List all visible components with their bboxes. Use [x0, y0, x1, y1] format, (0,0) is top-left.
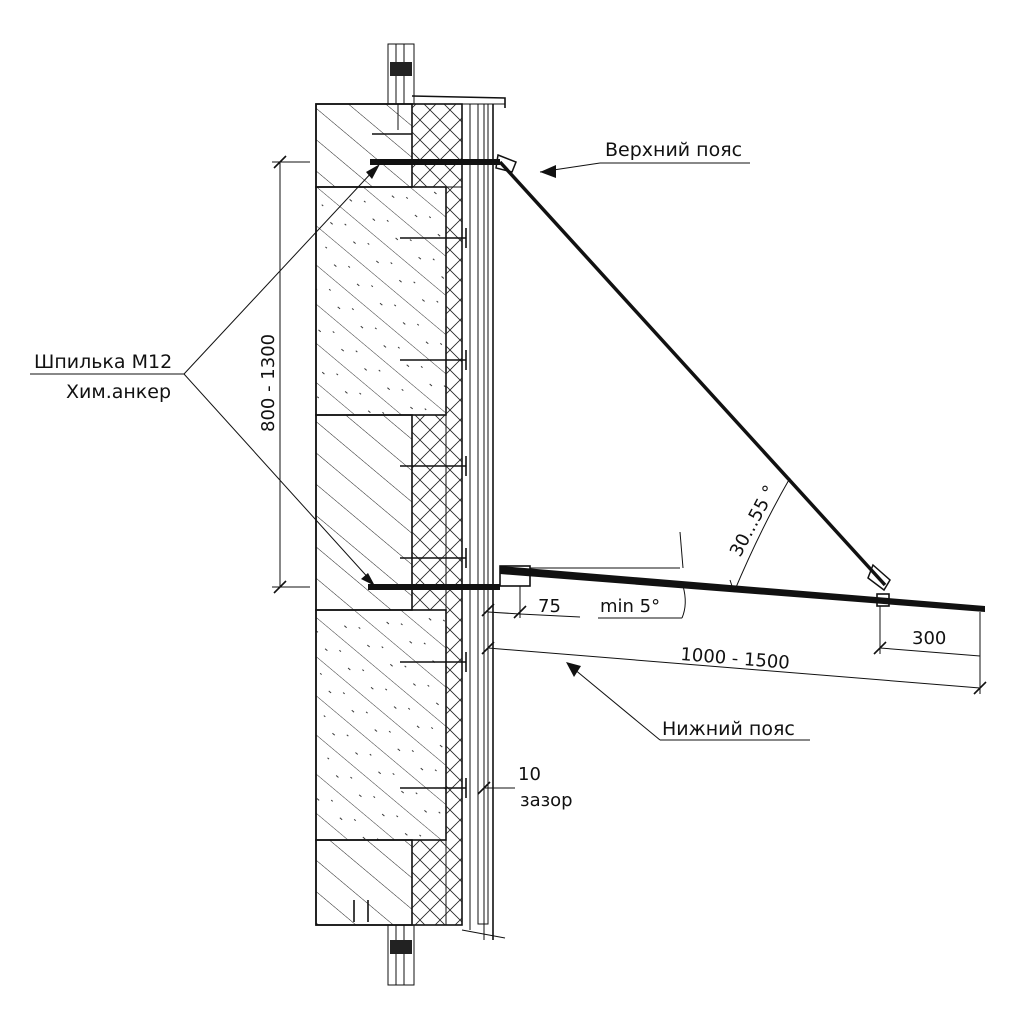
lintel-bottom [315, 839, 413, 926]
projection-dim: 1000 - 1500 [680, 644, 791, 674]
edge-offset-dim: 75 [538, 596, 561, 617]
window-frame-bottom [353, 900, 415, 986]
window-frame-top [387, 43, 415, 130]
insulation-layer [445, 186, 463, 926]
lower-chord-label: Нижний пояс [662, 718, 795, 740]
stud-label: Шпилька М12 [34, 351, 172, 373]
lintel-top [315, 103, 413, 188]
wall-block-upper [315, 186, 447, 416]
anchor-studs [368, 108, 500, 590]
canopy [495, 153, 985, 612]
gap-text-label: зазор [520, 790, 573, 811]
lintel-middle [315, 414, 413, 611]
angle-arc [733, 477, 791, 593]
slope-dim: min 5° [600, 596, 660, 617]
gap-value-label: 10 [518, 764, 541, 785]
dimension-lines [272, 155, 987, 795]
facade-cladding [477, 103, 489, 925]
upper-chord-label: Верхний пояс [605, 139, 742, 161]
facade-dowels [372, 133, 467, 798]
leader-lines [30, 162, 810, 741]
canopy-sheet [500, 566, 985, 612]
end-offset-dim: 300 [912, 628, 946, 649]
wall-section [315, 43, 506, 986]
wall-block-lower [315, 609, 447, 841]
upper-tie-rod [498, 160, 887, 587]
anchor-spacing-dim: 800 - 1300 [258, 334, 279, 432]
chem-anchor-label: Хим.анкер [66, 381, 171, 403]
